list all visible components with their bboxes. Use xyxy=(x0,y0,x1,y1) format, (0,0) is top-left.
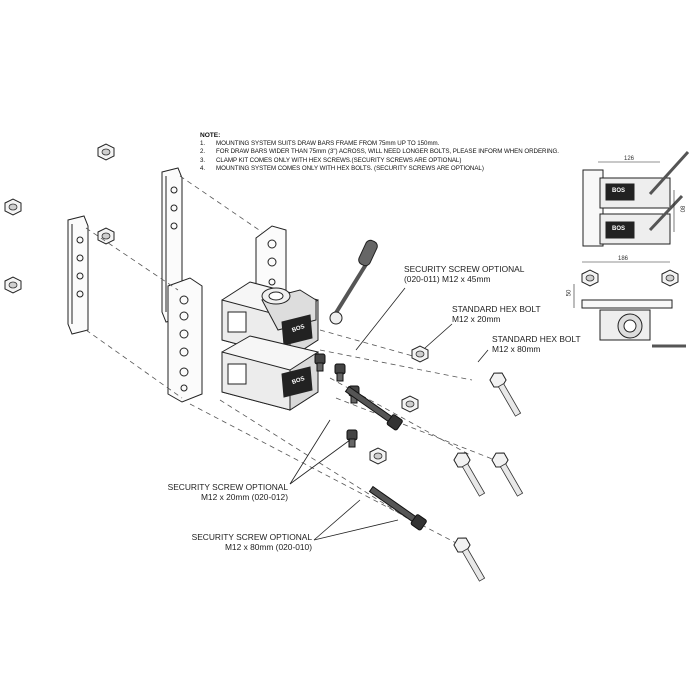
note-item: 3. CLAMP KIT COMES ONLY WITH HEX SCREWS.… xyxy=(200,156,462,164)
side-view-inset xyxy=(573,261,686,348)
front-view-inset xyxy=(582,150,690,247)
logo-inset-upper: BOS xyxy=(612,188,626,194)
note-item: 4. MOUNTING SYSTEM COMES ONLY WITH HEX B… xyxy=(200,164,484,172)
bolt-set xyxy=(314,345,527,584)
dimension-top-width: 126 xyxy=(624,156,635,162)
loose-nuts xyxy=(4,143,115,294)
label-security-screw-20: SECURITY SCREW OPTIONAL M12 x 20mm (020-… xyxy=(167,482,288,502)
dimension-side-height: 80 xyxy=(678,205,685,213)
clamp-plate-front xyxy=(67,215,89,335)
label-hex-bolt-80: STANDARD HEX BOLT M12 x 80mm xyxy=(492,334,581,354)
note-item: 2. FOR DRAW BARS WIDER THAN 75mm (3") AC… xyxy=(200,148,559,156)
dimension-bottom-width: 186 xyxy=(618,256,629,262)
label-security-screw-45: SECURITY SCREW OPTIONAL (020-011) M12 x … xyxy=(404,264,525,284)
note-title: NOTE: xyxy=(200,132,221,139)
label-security-screw-80: SECURITY SCREW OPTIONAL M12 x 80mm (020-… xyxy=(191,532,312,552)
clamp-handle xyxy=(329,239,378,325)
notes-block: NOTE: 1. MOUNTING SYSTEM SUITS DRAW BARS… xyxy=(200,132,590,173)
label-hex-bolt-20: STANDARD HEX BOLT M12 x 20mm xyxy=(452,304,541,324)
mounting-plate-front xyxy=(167,277,203,403)
clamp-body-lower xyxy=(221,335,319,411)
logo-inset-lower: BOS xyxy=(612,226,626,232)
note-item: 1. MOUNTING SYSTEM SUITS DRAW BARS FRAME… xyxy=(200,140,440,148)
dimension-bottom-height: 50 xyxy=(566,289,573,297)
leader-lines xyxy=(289,287,489,541)
